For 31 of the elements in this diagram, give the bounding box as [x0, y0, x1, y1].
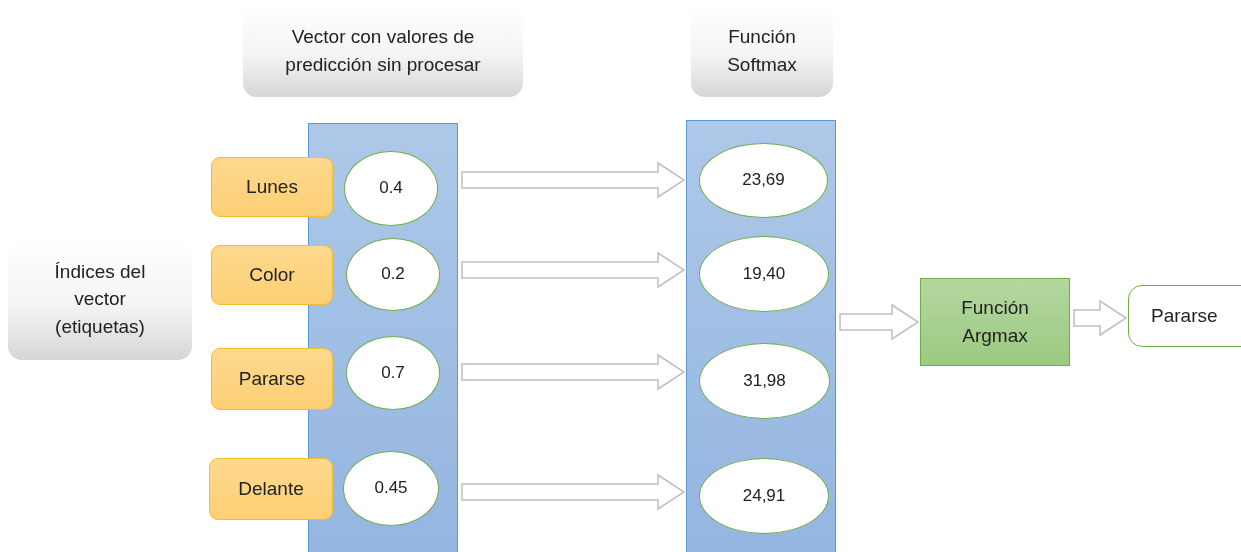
- node-text: 0.4: [379, 177, 403, 200]
- process-box: [920, 278, 1070, 366]
- node-text: Color: [249, 263, 295, 288]
- node-text: 0.7: [381, 361, 405, 384]
- index-label-box: [209, 458, 333, 520]
- node-text: Pararse: [1151, 304, 1218, 329]
- vector-column: [686, 120, 836, 552]
- node-text: 0.45: [374, 477, 408, 500]
- node-text: Índices del vector (etiquetas): [53, 259, 147, 339]
- block-arrow: [461, 353, 686, 391]
- index-label-box: [211, 245, 333, 305]
- node-text: 24,91: [742, 484, 786, 507]
- node-text: 19,40: [742, 262, 786, 285]
- node-text: Lunes: [246, 175, 298, 200]
- result-box: [1128, 285, 1241, 347]
- index-label-box: [211, 348, 333, 410]
- node-text: 31,98: [743, 369, 786, 392]
- node-text: Pararse: [238, 367, 306, 392]
- node-text: Función Softmax: [726, 25, 798, 77]
- node-text: Delante: [238, 477, 304, 502]
- node-text: Vector con valores de predicción sin procesar: [284, 25, 482, 77]
- node-text: Función Argmax: [960, 296, 1030, 348]
- block-arrow: [461, 251, 686, 289]
- block-arrow: [461, 161, 686, 199]
- block-arrow: [1073, 299, 1128, 337]
- node-text: 23,69: [742, 169, 785, 192]
- index-label-box: [211, 157, 333, 217]
- vector-column: [308, 123, 458, 552]
- block-arrow: [461, 473, 686, 511]
- node-text: 0.2: [381, 263, 405, 286]
- block-arrow: [839, 303, 920, 341]
